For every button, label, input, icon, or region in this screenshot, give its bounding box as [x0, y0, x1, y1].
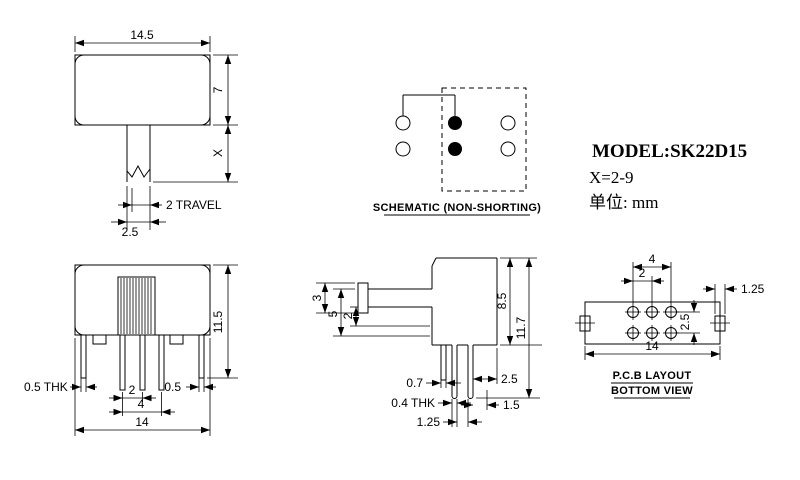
pcb-caption-line1: P.C.B LAYOUT: [613, 370, 692, 382]
pcb-dimensions: 4 2 1.25 2.5 14: [584, 252, 765, 360]
pcb-holes: [625, 304, 679, 341]
front-height-dim: 11.5: [211, 310, 225, 333]
pcb-pitch-dim: 2: [639, 266, 646, 280]
side-cap-dim: 3: [310, 294, 324, 301]
pcb-outline: [584, 301, 721, 345]
schematic-dashed-box: [441, 87, 527, 192]
side-view-dimensions: 3 5 2 8.5 11.7 0.7: [310, 257, 542, 429]
top-view-dimensions: 14.5 7 X 2 TRAVEL 2.5: [74, 28, 238, 239]
pcb-mounting-slots: [575, 315, 730, 332]
pcb-view: 4 2 1.25 2.5 14 P.C.B LAYOUT: [575, 252, 765, 399]
top-travel-dim: 2 TRAVEL: [166, 198, 222, 212]
top-view-stem: [126, 125, 151, 182]
top-view: 14.5 7 X 2 TRAVEL 2.5: [74, 28, 238, 239]
side-stem-dim: 2: [341, 312, 355, 319]
top-width-dim: 14.5: [130, 28, 154, 42]
title-block: MODEL:SK22D15 X=2-9 单位: mm: [589, 141, 747, 212]
x-range: X=2-9: [589, 168, 634, 187]
top-height-dim: 7: [211, 86, 225, 93]
front-view: 11.5 0.5 THK 0.5 2 4: [24, 264, 238, 436]
front-width-dim: 14: [135, 415, 149, 429]
front-pitch-dim: 2: [129, 383, 136, 397]
side-view: 3 5 2 8.5 11.7 0.7: [310, 257, 542, 429]
side-body-height-dim: 8.5: [495, 292, 509, 309]
side-view-body-outline: [431, 257, 498, 346]
top-stem-width-dim: 2.5: [122, 225, 139, 239]
unit-note: 单位: mm: [589, 193, 658, 212]
schematic-terminals: [395, 115, 516, 157]
side-pin-thk-dim: 0.4 THK: [391, 396, 435, 410]
model-number: MODEL:SK22D15: [592, 141, 747, 162]
side-gap-dim: 0.7: [406, 376, 423, 390]
top-view-body-outline: [74, 54, 211, 126]
side-edge-offset-dim: 2.5: [501, 372, 518, 386]
front-view-knob: [117, 276, 156, 336]
side-pin-offset-dim: 1.5: [503, 398, 520, 412]
schematic-view: SCHEMATIC (NON-SHORTING): [373, 87, 541, 216]
pcb-width-dim: 14: [645, 339, 659, 353]
side-view-stem: [357, 282, 432, 314]
schematic-link: [402, 94, 456, 116]
front-thk-right-dim: 0.5: [164, 380, 181, 394]
front-view-body-outline: [74, 264, 211, 336]
front-view-pins: [80, 334, 205, 391]
pcb-row-pitch-dim: 2.5: [678, 313, 692, 330]
front-view-dimensions: 11.5 0.5 THK 0.5 2 4: [24, 264, 238, 436]
front-thk-left-dim: 0.5 THK: [24, 380, 68, 394]
front-span-dim: 4: [138, 397, 145, 411]
pcb-caption-line2: BOTTOM VIEW: [611, 385, 693, 397]
pcb-slot-dim: 1.25: [741, 282, 765, 296]
pcb-span-dim: 4: [649, 252, 656, 266]
top-stem-dim: X: [211, 149, 225, 157]
side-total-height-dim: 11.7: [514, 316, 528, 339]
side-offset-dim: 5: [326, 310, 340, 317]
side-view-pins: [440, 345, 474, 399]
side-pin-pitch-dim: 1.25: [417, 415, 441, 429]
schematic-caption: SCHEMATIC (NON-SHORTING): [373, 202, 541, 214]
